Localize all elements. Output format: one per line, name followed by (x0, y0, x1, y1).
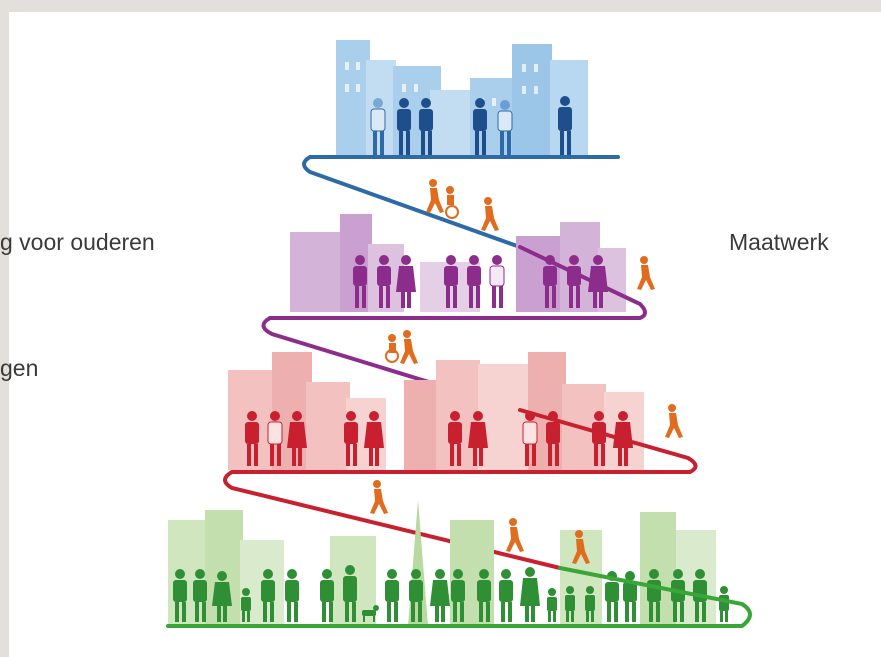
person (285, 569, 299, 622)
slide-text-right-1: Maatwerk (729, 229, 829, 255)
person (344, 411, 358, 466)
walker (481, 197, 499, 231)
person (396, 255, 416, 308)
slide-text-left-1: g voor ouderen (0, 229, 155, 255)
person (241, 588, 251, 622)
walker (506, 518, 524, 552)
person (489, 255, 505, 308)
person (212, 571, 232, 622)
person (430, 569, 450, 622)
person (558, 96, 572, 155)
walker (572, 530, 590, 564)
level-purple-ramp (261, 245, 647, 412)
slide-left-border (0, 0, 9, 657)
walkers (370, 179, 683, 564)
person (419, 98, 433, 155)
level-red-ramp (223, 408, 698, 570)
person (473, 98, 487, 155)
person (477, 569, 491, 622)
level-red-people (245, 411, 633, 466)
person (451, 569, 465, 622)
person (520, 567, 540, 622)
level-blue-ramp (302, 155, 620, 249)
person (623, 571, 637, 622)
person (397, 98, 411, 155)
walker (637, 256, 655, 290)
wheelchair-user (385, 334, 399, 363)
person (444, 255, 458, 308)
level-green-ramp (166, 566, 752, 628)
person (377, 255, 391, 308)
level-green-people (173, 565, 729, 622)
person (585, 586, 595, 622)
person (320, 569, 334, 622)
person (565, 586, 575, 622)
slide-text-left-2: gen (0, 355, 39, 381)
walker (370, 480, 388, 514)
slide-top-border (0, 0, 881, 12)
person (385, 569, 399, 622)
person (353, 255, 367, 308)
walker (400, 330, 418, 364)
level-red-buildings (228, 352, 644, 470)
dog (362, 605, 379, 622)
person (343, 565, 357, 622)
person (245, 411, 259, 466)
person (448, 411, 462, 466)
person (468, 411, 488, 466)
level-blue-people (370, 96, 572, 155)
person (547, 588, 557, 622)
walker (426, 179, 444, 213)
wheelchair-user (445, 186, 459, 219)
person (370, 98, 386, 155)
person (467, 255, 481, 308)
person (267, 411, 283, 466)
person (193, 569, 207, 622)
walker (665, 404, 683, 438)
person (287, 411, 307, 466)
person (671, 569, 685, 622)
person (364, 411, 384, 466)
person (409, 569, 423, 622)
person (261, 569, 275, 622)
person (173, 569, 187, 622)
person (497, 100, 513, 155)
person (719, 586, 729, 622)
person (499, 569, 513, 622)
